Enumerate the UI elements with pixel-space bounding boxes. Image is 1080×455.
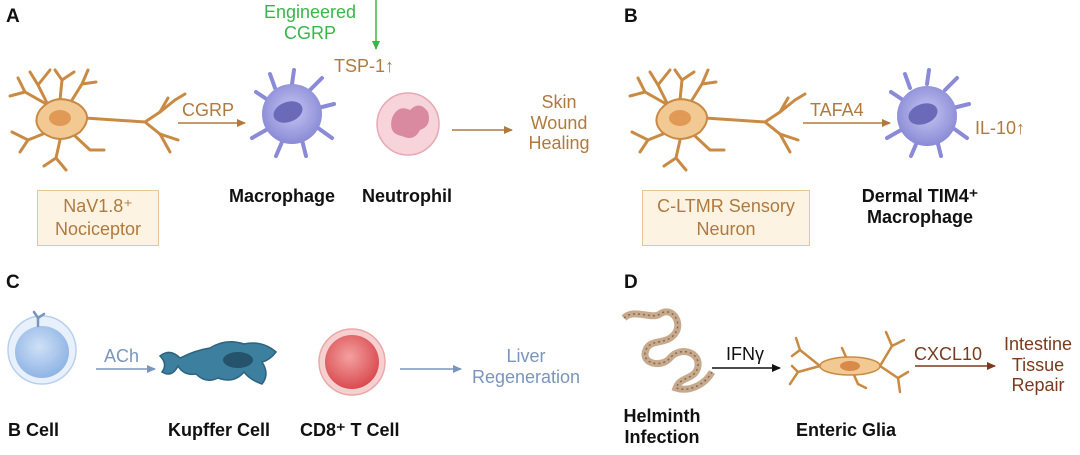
enteric-glia-label: Enteric Glia	[796, 420, 897, 440]
intestine-tissue-repair-label: Intestine Tissue Repair	[1003, 334, 1073, 396]
panel-label-c: C	[6, 272, 20, 293]
cgrp-label: CGRP	[182, 100, 235, 120]
b-cell-icon	[7, 310, 77, 385]
tsp-1-label: TSP-1↑	[334, 56, 395, 76]
sensory-nucleus-icon	[669, 110, 691, 126]
ach-label: ACh	[104, 346, 140, 366]
il-10-label: IL-10↑	[975, 118, 1026, 138]
enteric-glia-nucleus-icon	[840, 361, 860, 371]
nociceptor-box: NaV1.8⁺ Nociceptor	[37, 190, 159, 246]
b-cell-label: B Cell	[8, 420, 60, 440]
panel-label-a: A	[6, 6, 20, 27]
dermal-macrophage-label: Dermal TIM4⁺ Macrophage	[861, 186, 979, 227]
liver-regeneration-label: Liver Regeneration	[471, 346, 581, 387]
helminth-icon	[621, 308, 716, 393]
nociceptor-nucleus-icon	[49, 110, 71, 126]
panel-label-d: D	[624, 272, 638, 293]
nociceptor-neuron-icon	[8, 68, 187, 172]
neutrophil-label: Neutrophil	[362, 186, 452, 206]
cd8-t-cell-icon	[318, 328, 386, 396]
neutrophil-icon	[376, 92, 440, 156]
helminth-infection-label: Helminth Infection	[623, 406, 701, 447]
tafa4-label: TAFA4	[810, 100, 864, 120]
macrophage-a-icon	[250, 68, 336, 158]
macrophage-b-icon	[885, 68, 971, 158]
cxcl10-label: CXCL10	[914, 344, 983, 364]
sensory-neuron-icon	[628, 68, 807, 172]
macrophage-label: Macrophage	[229, 186, 336, 206]
skin-wound-healing-label: Skin Wound Healing	[528, 92, 590, 154]
ifn-gamma-label: IFNγ	[726, 344, 764, 364]
kupffer-nucleus-icon	[223, 352, 253, 368]
kupffer-cell-icon	[158, 341, 278, 385]
panel-label-b: B	[624, 6, 638, 27]
c-ltmr-box: C-LTMR Sensory Neuron	[642, 190, 810, 246]
engineered-cgrp-label: Engineered CGRP	[263, 2, 357, 43]
kupffer-cell-label: Kupffer Cell	[168, 420, 271, 440]
cd8-t-cell-label: CD8⁺ T Cell	[300, 420, 400, 440]
